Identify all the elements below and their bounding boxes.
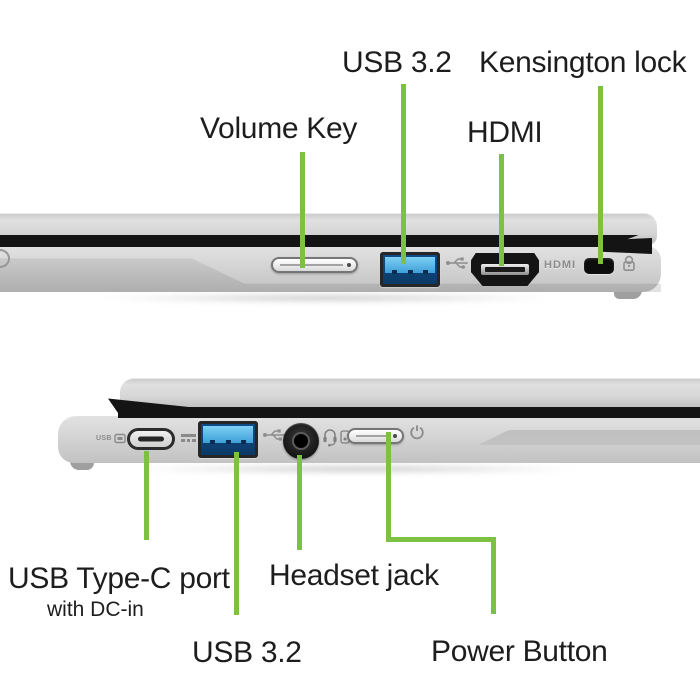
label-power-button: Power Button xyxy=(431,635,608,668)
power-button xyxy=(347,428,404,444)
usb-c-port xyxy=(127,428,175,450)
label-usb-type-c-sub: with DC-in xyxy=(47,598,144,621)
leader-line-power-v2 xyxy=(491,537,496,614)
leader-line-headset xyxy=(297,455,302,550)
usb-a-cavity xyxy=(383,255,437,284)
usb-trident-icon xyxy=(262,427,286,443)
dc-in-dash xyxy=(186,439,191,442)
hinge-gap xyxy=(0,235,639,247)
usb-a-tongue xyxy=(203,426,253,444)
usb-a-pin xyxy=(391,270,397,275)
headset-jack-hole xyxy=(292,432,310,450)
volume-key-dot xyxy=(347,263,351,267)
usb-a-pin xyxy=(225,440,231,445)
usb-a-pin xyxy=(407,270,413,275)
usb-a-pin xyxy=(423,270,429,275)
power-button-seam xyxy=(356,435,389,438)
dc-in-bar xyxy=(181,434,196,437)
laptop-shadow xyxy=(6,292,646,304)
usb-a-pin xyxy=(209,440,215,445)
label-volume-key: Volume Key xyxy=(200,112,358,145)
hinge-gap xyxy=(118,407,700,418)
hdmi-port xyxy=(471,253,539,286)
leader-line-volume-key xyxy=(300,152,305,268)
usb-logo-icon: USB xyxy=(96,433,126,444)
laptop-lid xyxy=(120,378,700,409)
label-kensington: Kensington lock xyxy=(479,46,687,79)
label-hdmi: HDMI xyxy=(467,116,543,149)
usb-a-pins xyxy=(209,440,247,445)
label-headset-jack: Headset jack xyxy=(269,559,439,592)
usb-c-inner xyxy=(130,431,172,447)
leader-line-power-h xyxy=(386,537,496,542)
dc-in-dash xyxy=(181,439,185,442)
label-usb32-bottom: USB 3.2 xyxy=(192,636,302,669)
hinge-gap-corner xyxy=(598,238,652,254)
usb-a-tongue xyxy=(385,257,435,273)
usb-trident-icon xyxy=(445,255,469,271)
usb-a-cavity xyxy=(201,424,255,455)
usb-a-port-bottom xyxy=(198,421,258,458)
power-button-dot xyxy=(393,434,397,438)
kensington-lock-icon xyxy=(621,254,637,273)
usb-logo-text: USB xyxy=(96,435,112,442)
volume-key-button xyxy=(271,257,358,273)
leader-line-usb32-top xyxy=(401,84,406,264)
dc-in-dash xyxy=(192,439,196,442)
laptop-shadow xyxy=(42,463,672,475)
dc-in-dashes xyxy=(181,439,196,442)
volume-key-seam xyxy=(280,264,343,267)
dc-in-icon xyxy=(181,434,196,442)
usb-a-pins xyxy=(391,270,429,275)
usb-a-pin xyxy=(241,440,247,445)
hdmi-slit xyxy=(485,267,525,272)
headset-jack-port xyxy=(283,423,319,459)
leader-line-hdmi xyxy=(499,154,504,266)
label-usb-type-c: USB Type-C port xyxy=(8,562,230,595)
headset-icon xyxy=(322,428,338,447)
rubber-foot xyxy=(614,290,642,299)
label-usb32-top: USB 3.2 xyxy=(342,46,452,79)
usb-logo-glyph xyxy=(113,433,126,444)
hdmi-logo-marking: HDMI xyxy=(544,259,577,271)
usb-a-port-top xyxy=(380,252,440,287)
leader-line-kensington xyxy=(598,86,603,264)
leader-line-usb32-bottom xyxy=(234,452,239,615)
rubber-foot xyxy=(70,461,94,470)
usb-c-slot xyxy=(138,436,164,442)
leader-line-power-v1 xyxy=(386,432,391,542)
base-sculpt-line xyxy=(478,430,700,445)
kensington-lock-slot xyxy=(584,258,614,274)
power-icon xyxy=(409,424,425,440)
leader-line-usb-type-c xyxy=(144,451,149,540)
